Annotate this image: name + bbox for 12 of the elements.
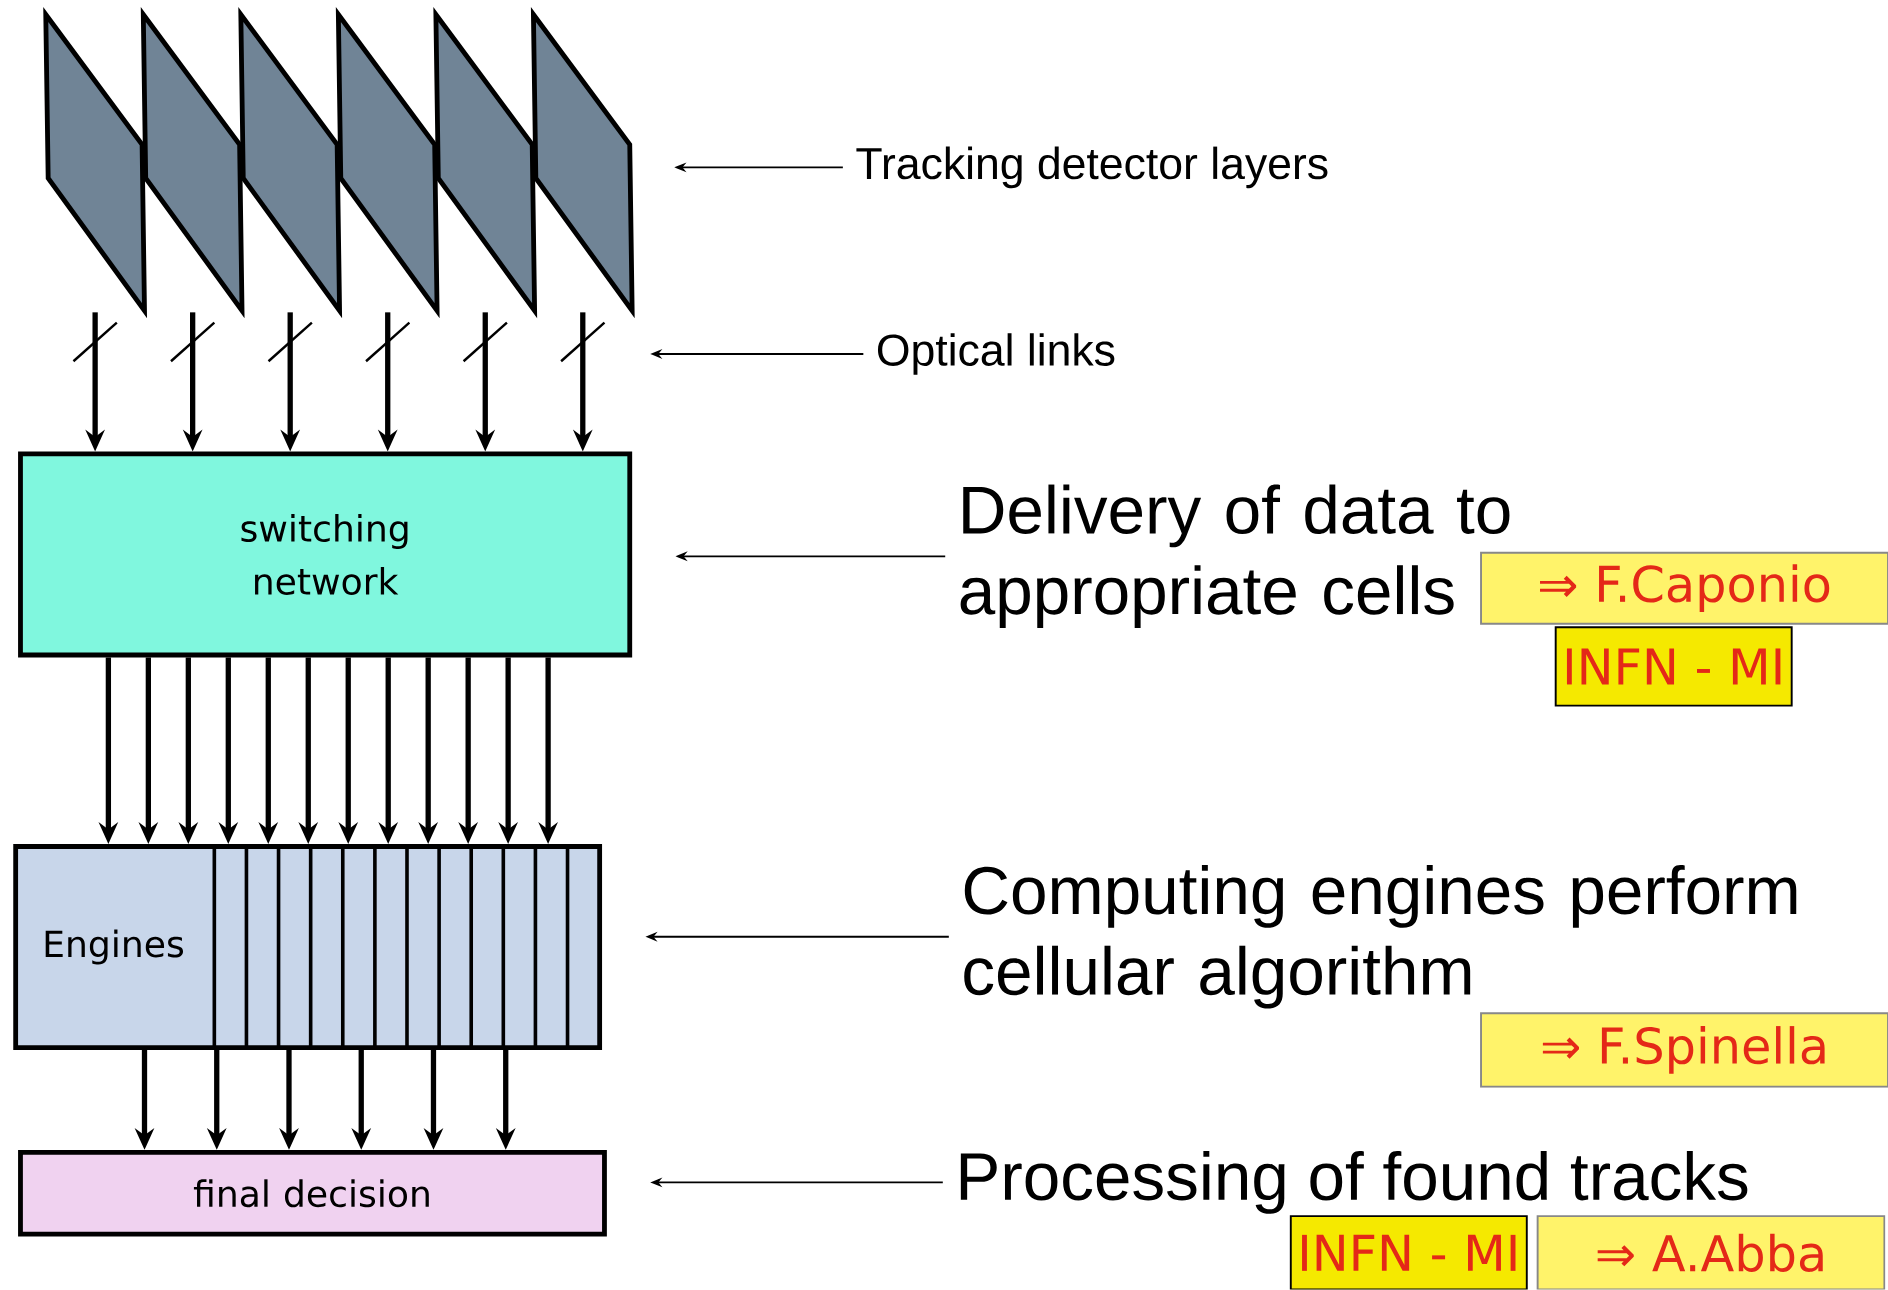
name-tag: INFN - MI (1554, 626, 1793, 707)
name-tag: INFN - MI (1289, 1215, 1528, 1290)
name-tag: ⇒ F.Caponio (1480, 551, 1888, 625)
annotation-text: Tracking detector layers (856, 146, 1328, 189)
annotation-text: Processing of found tracks (960, 1151, 1748, 1215)
switching-network-box: switching network (18, 451, 633, 658)
annotation-text: Optical links (878, 333, 1115, 375)
name-tag: ⇒ F.Spinella (1480, 1012, 1888, 1088)
final-decision-box: final decision (18, 1150, 607, 1237)
annotation-text: Computing engines perform cellular algorithm (964, 865, 1797, 1009)
engines-box: Engines (13, 844, 603, 1051)
name-tag: ⇒ A.Abba (1536, 1215, 1886, 1290)
